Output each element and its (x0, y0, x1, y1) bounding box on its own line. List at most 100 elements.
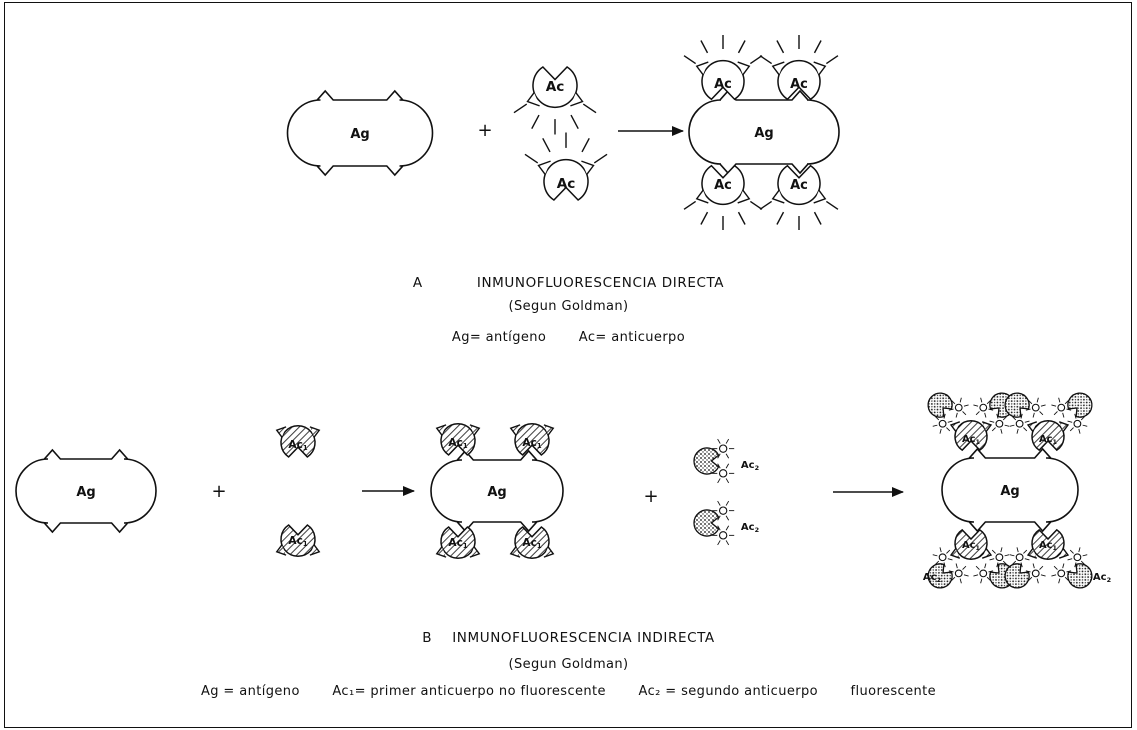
fluorescence-ray (826, 201, 838, 209)
fluorophore (995, 553, 1005, 563)
fluorescence-ray (1040, 411, 1043, 414)
fluorescence-ray (777, 212, 784, 224)
fluorescence-ray (983, 413, 988, 418)
fluorescence-ray (948, 419, 953, 424)
fluorescence-ray (979, 398, 984, 403)
fluorescence-ray (999, 429, 1004, 434)
fluorophore (938, 553, 948, 563)
fluorescence-ray (738, 212, 745, 224)
fluorescence-ray (938, 547, 943, 552)
legend-antigen: Ag= antígeno (452, 330, 546, 345)
fluorescence-ray (976, 566, 979, 569)
fluorescence-ray (1040, 566, 1043, 569)
fluorescence-ray (963, 411, 966, 414)
plus-sign-b2: + (643, 486, 658, 507)
fluorescence-ray (1031, 564, 1036, 569)
fluorescence-ray (701, 212, 708, 224)
section-a-heading: AINMUNOFLUORESCENCIA DIRECTA (0, 272, 1137, 291)
fluorescence-ray (1015, 429, 1020, 434)
fluorescence-ray (1051, 573, 1056, 578)
fluorescence-ray (684, 56, 696, 64)
antigen-label: Ag (487, 485, 506, 500)
legend-antigen: Ag = antígeno (201, 684, 300, 699)
fluorescence-ray (954, 564, 959, 569)
fluorescence-ray (750, 201, 762, 209)
fluorescence-ray (718, 478, 721, 483)
fluorophore (954, 569, 964, 579)
section-b-heading: BINMUNOFLUORESCENCIA INDIRECTA (0, 627, 1137, 646)
fluorescence-ray (726, 516, 729, 521)
fluorescence-ray (532, 115, 539, 129)
fluorophore (1057, 403, 1067, 413)
antigen-a-complex: Ag (689, 91, 839, 173)
antigen-b-complex: Ag (431, 451, 563, 531)
fluorophore (1073, 419, 1083, 429)
fluorescence-ray (1068, 557, 1073, 562)
section-b-source: (Segun Goldman) (0, 657, 1137, 672)
antibody-b-final-tr: Ac1 (1028, 421, 1068, 450)
fluorescence-ray (946, 550, 949, 553)
section-b-title: INMUNOFLUORESCENCIA INDIRECTA (452, 630, 715, 646)
fluorescence-ray (583, 104, 596, 113)
fluorescence-ray (1083, 553, 1088, 558)
antigen-label: Ag (1000, 484, 1019, 499)
fluorophore (1057, 569, 1067, 579)
fluorescence-ray (976, 411, 979, 414)
secondary-antibody-bottom (694, 501, 734, 545)
fluorescence-ray (1041, 403, 1046, 408)
fluorescence-ray (963, 566, 966, 569)
fluorescence-ray (948, 557, 953, 562)
antigen-b-final: Ag (942, 449, 1078, 531)
fluorescence-ray (1057, 579, 1062, 584)
fluorophore (1031, 569, 1041, 579)
antigen-label: Ag (76, 485, 95, 500)
fluorescence-ray (983, 564, 988, 569)
secondary-antibody-body (1064, 560, 1097, 593)
fluorescence-ray (726, 439, 729, 444)
fluorescence-ray (718, 501, 721, 506)
fluorescence-ray (1035, 579, 1040, 584)
fluorophore (720, 532, 727, 539)
fluorescence-ray (958, 398, 963, 403)
fluorophore (979, 569, 989, 579)
fluorescence-ray (1070, 550, 1073, 553)
secondary-label-top: Ac2 (741, 460, 759, 472)
fluorescence-ray (1023, 550, 1026, 553)
fluorophore (954, 403, 964, 413)
fluorescence-ray (726, 478, 729, 483)
secondary-antibody-body (1064, 388, 1097, 421)
antibody-b-final-tl: Ac1 (951, 421, 991, 450)
fluorescence-ray (1070, 428, 1073, 431)
fluorescence-ray (701, 41, 708, 53)
fluorescence-ray (1031, 413, 1036, 418)
fluorescence-ray (760, 201, 772, 209)
antigen-label: Ag (350, 127, 369, 142)
fluorescence-ray (973, 403, 978, 408)
antibody-a-complex-tl: Ac (697, 61, 750, 100)
antigen-label: Ag (754, 126, 773, 141)
fluorescence-ray (954, 413, 959, 418)
antibody-b-primary-top: Ac1 (277, 426, 320, 457)
fluorescence-ray (726, 526, 729, 531)
fluorescence-ray (990, 557, 995, 562)
section-b-legend: Ag = antígeno Ac₁= primer anticuerpo no … (0, 684, 1137, 699)
fluorescence-ray (1077, 547, 1082, 552)
fluorescence-ray (814, 212, 821, 224)
fluorescence-ray (1061, 564, 1066, 569)
fluorescence-ray (760, 56, 772, 64)
fluorescence-ray (582, 138, 589, 152)
fluorescence-ray (964, 403, 969, 408)
fluorescence-ray (1010, 553, 1015, 558)
fluorescence-ray (1077, 429, 1082, 434)
fluorescence-ray (726, 501, 729, 506)
antibody-label: Ac (790, 77, 808, 92)
fluorescence-ray (992, 428, 995, 431)
fluorescence-ray (933, 553, 938, 558)
plus-sign-a: + (477, 120, 492, 141)
fluorescence-ray (992, 550, 995, 553)
fluorescence-ray (938, 429, 943, 434)
fluorescence-ray (1025, 419, 1030, 424)
fluorescence-ray (514, 104, 527, 113)
antibody-label: Ac (557, 176, 576, 192)
section-a-source: (Segun Goldman) (0, 299, 1137, 314)
